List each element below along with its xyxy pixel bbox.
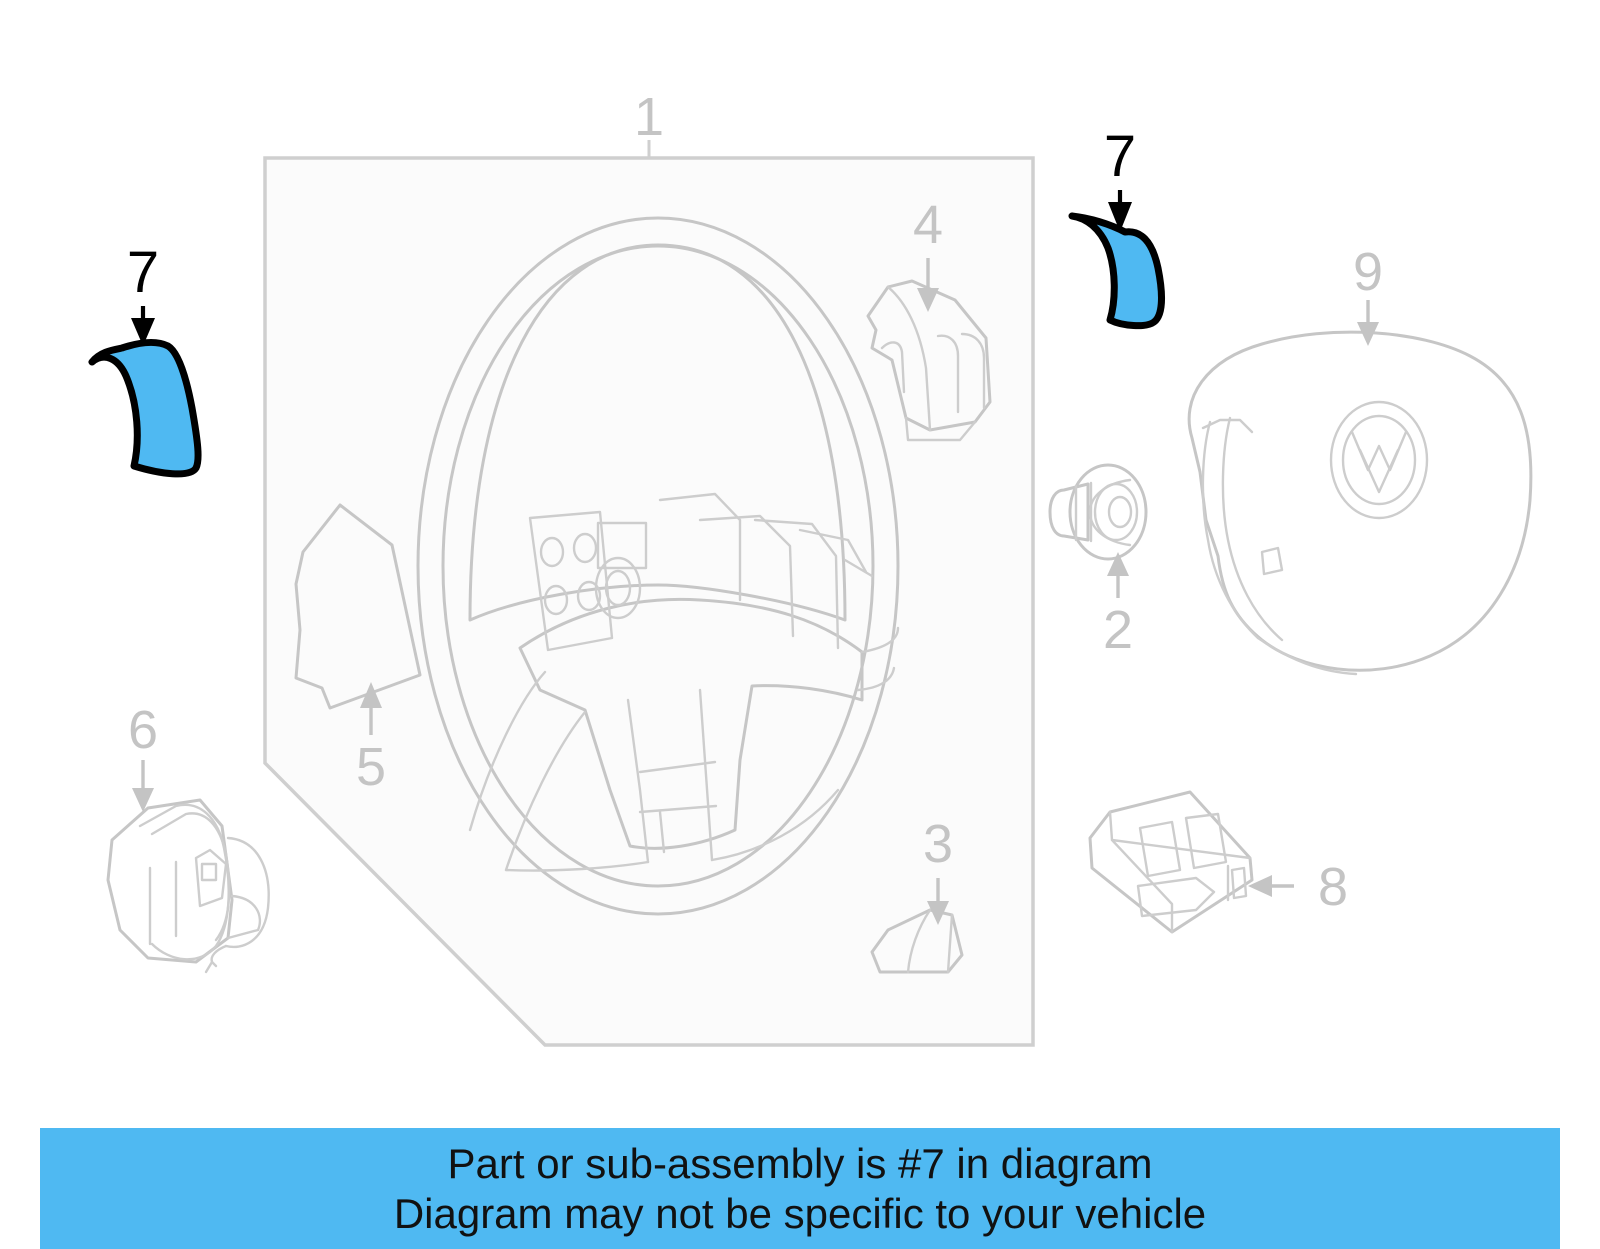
- callout-7-left: 7: [127, 240, 159, 346]
- banner-line-1: Part or sub-assembly is #7 in diagram: [447, 1139, 1153, 1187]
- part-5-side-trim-cover: [294, 503, 422, 710]
- callout-5-label: 5: [356, 737, 386, 797]
- part-2-retaining-bolt: [1048, 463, 1148, 561]
- steering-wheel-line-art: [416, 216, 900, 916]
- callout-9-label: 9: [1353, 242, 1383, 302]
- callout-7-right: 7: [1104, 124, 1136, 232]
- callout-3: 3: [923, 814, 953, 925]
- banner-line-2: Diagram may not be specific to your vehi…: [393, 1189, 1207, 1237]
- callout-1: 1: [634, 87, 664, 158]
- part-7-right-trim-insert-highlighted: [1068, 212, 1165, 330]
- part-6-clock-spring-harness: [106, 798, 270, 974]
- callout-3-label: 3: [923, 814, 953, 874]
- callout-7-left-label: 7: [127, 240, 159, 305]
- callout-4-label: 4: [913, 195, 943, 255]
- callout-5: 5: [356, 682, 386, 797]
- part-7-left-trim-insert-highlighted: [88, 338, 202, 478]
- info-banner: Part or sub-assembly is #7 in diagram Di…: [40, 1128, 1560, 1249]
- callout-1-label: 1: [634, 87, 664, 147]
- callout-8-label: 8: [1318, 857, 1348, 917]
- callout-6: 6: [128, 700, 158, 812]
- callout-4: 4: [913, 195, 943, 312]
- callout-7-right-label: 7: [1104, 124, 1136, 189]
- callout-8: 8: [1248, 857, 1348, 917]
- part-4-multifunction-switch: [866, 279, 992, 442]
- callout-2: 2: [1103, 552, 1133, 660]
- callout-2-label: 2: [1103, 600, 1133, 660]
- callout-6-label: 6: [128, 700, 158, 760]
- callout-9: 9: [1353, 242, 1383, 346]
- part-8-switch-module: [1088, 790, 1254, 934]
- part-9-driver-airbag-module: [1187, 330, 1533, 676]
- part-3-lower-spoke-trim: [870, 908, 964, 974]
